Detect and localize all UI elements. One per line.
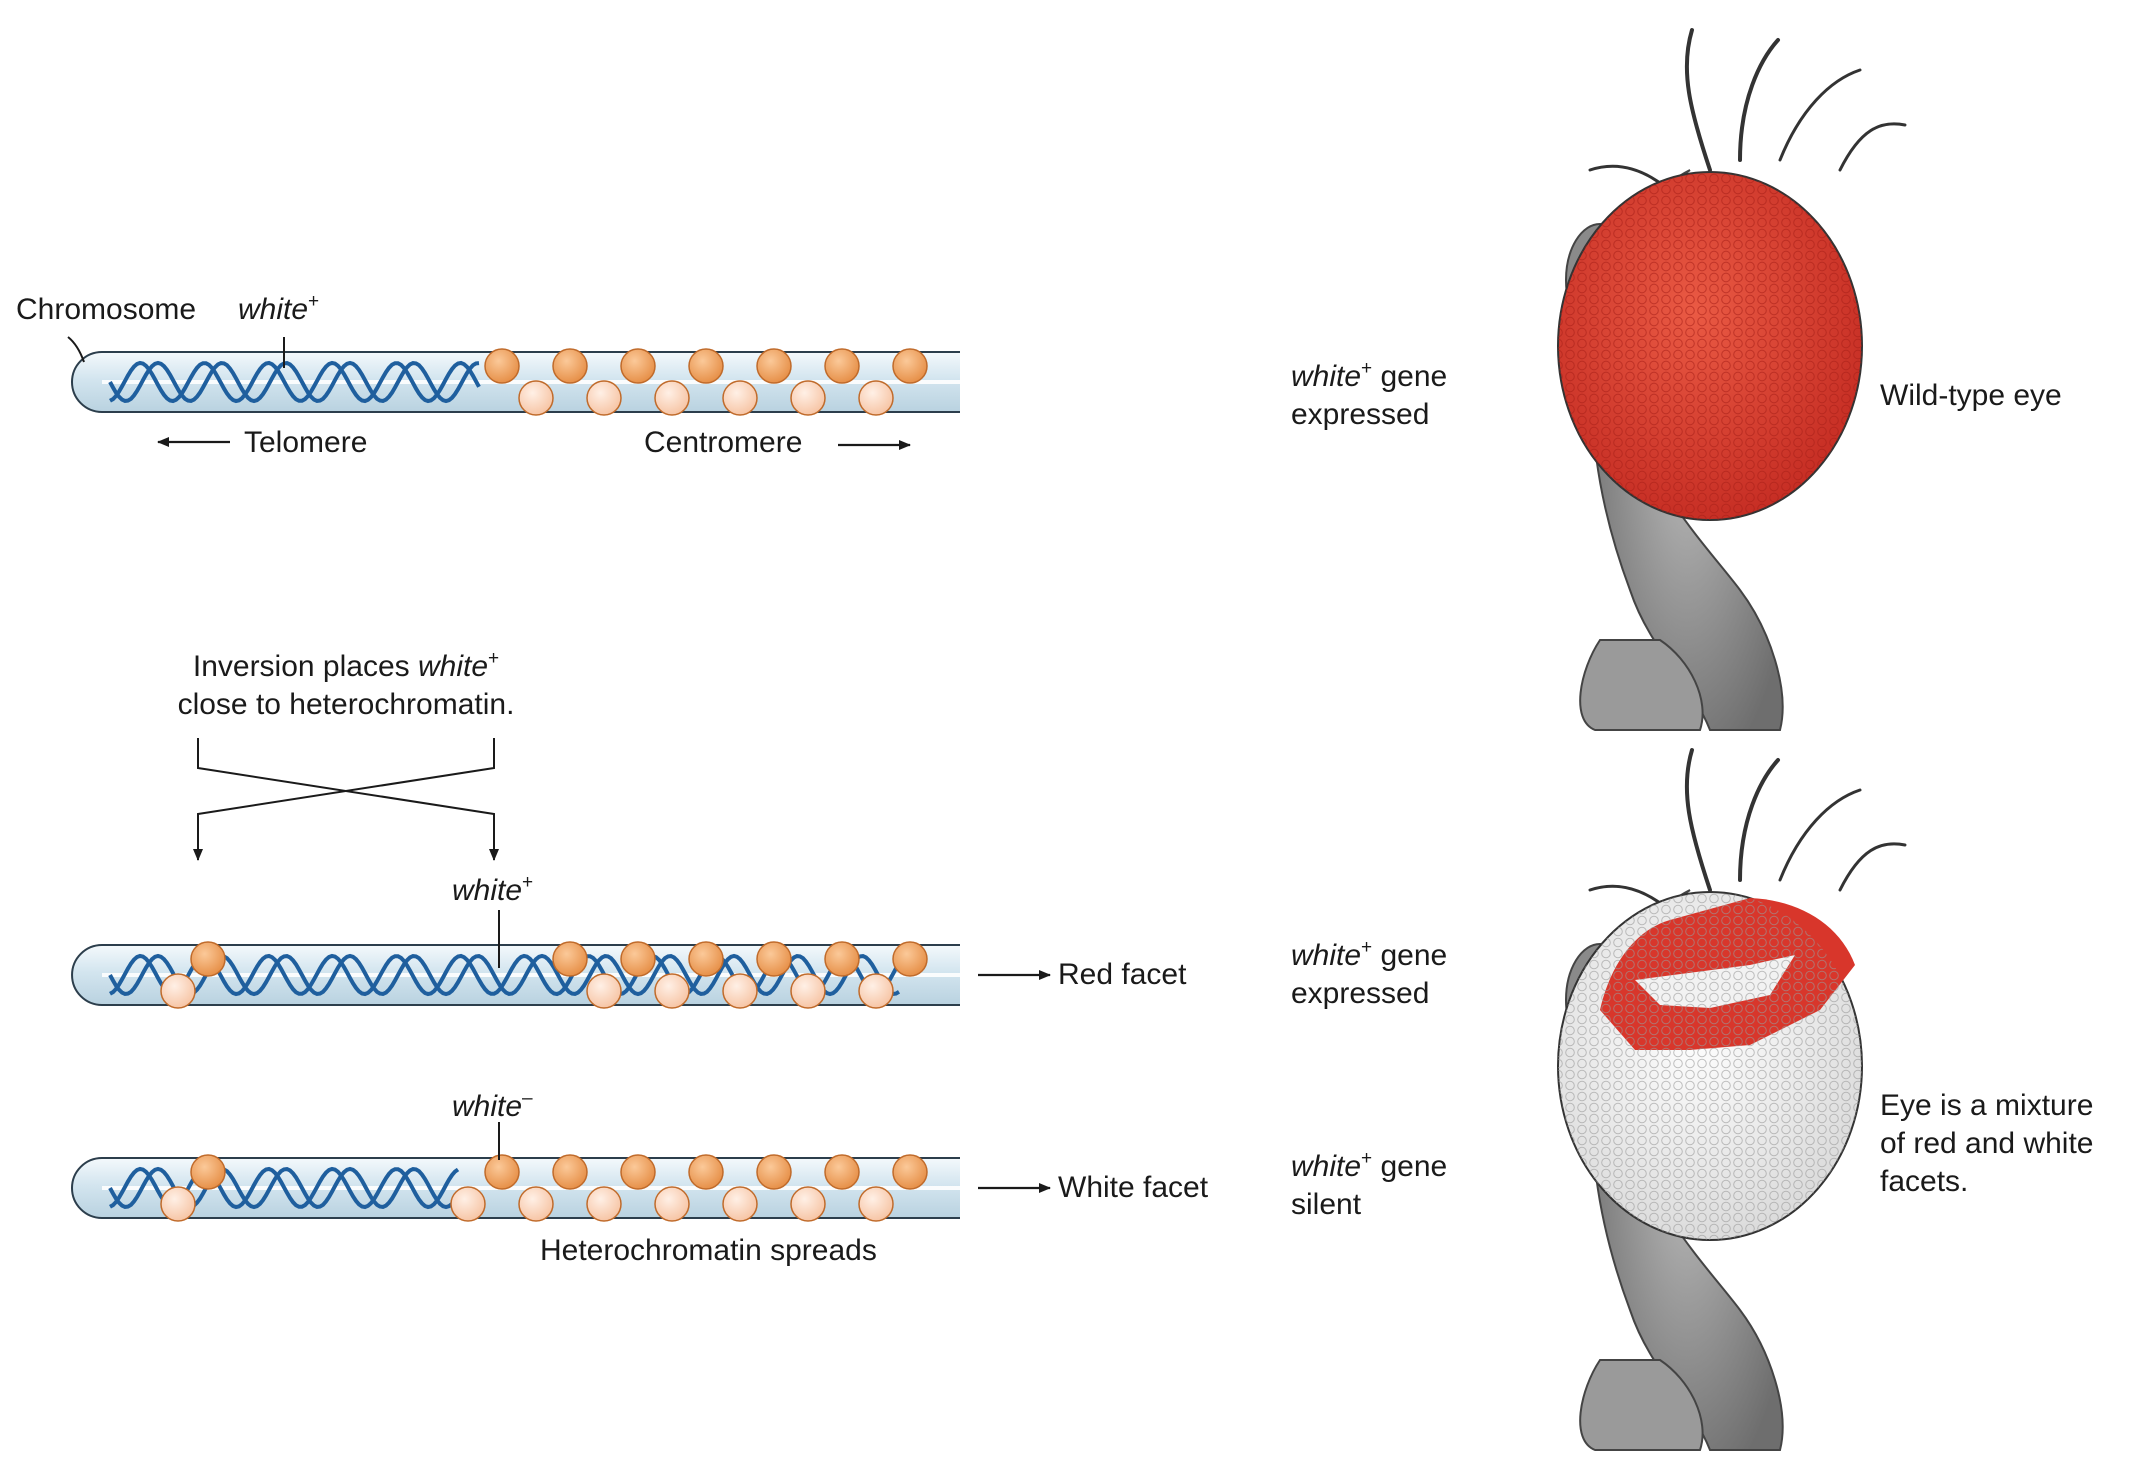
fly-top-gene-state: white+ gene expressed xyxy=(1291,358,1448,431)
bristle xyxy=(1738,38,1780,162)
nucleosome xyxy=(190,1154,226,1190)
compound-eye xyxy=(1557,171,1863,521)
mouthparts xyxy=(1579,639,1704,731)
nucleosome xyxy=(756,1154,792,1190)
dna-strand xyxy=(108,360,480,404)
bristle xyxy=(1738,758,1780,882)
nucleosome xyxy=(620,348,656,384)
nucleosome xyxy=(756,348,792,384)
chromosome-label: Chromosome xyxy=(16,293,197,326)
bristle xyxy=(1684,748,1712,892)
nucleosome xyxy=(552,1154,588,1190)
bristle xyxy=(1838,842,1907,892)
inversion-caption: Inversion places white+ close to heteroc… xyxy=(177,648,515,721)
nucleosome xyxy=(790,1186,826,1222)
gene-label-red-row: white+ xyxy=(452,872,534,907)
centromere-label: Centromere xyxy=(644,426,803,459)
bristle xyxy=(1838,122,1907,172)
nucleosome xyxy=(688,1154,724,1190)
gene-label-white-row: white– xyxy=(452,1088,533,1123)
nucleosome xyxy=(620,1154,656,1190)
dna-strand xyxy=(108,1166,460,1210)
nucleosome xyxy=(722,380,758,416)
nucleosome xyxy=(552,941,588,977)
nucleosome xyxy=(450,1186,486,1222)
bristle xyxy=(1778,788,1862,882)
nucleosome xyxy=(858,1186,894,1222)
nucleosome xyxy=(824,941,860,977)
fly-head-mosaic xyxy=(1557,748,1907,1451)
nucleosome xyxy=(722,1186,758,1222)
label-pointers xyxy=(67,336,500,1160)
mouthparts xyxy=(1579,1359,1704,1451)
telomere-label: Telomere xyxy=(244,426,368,459)
nucleosome xyxy=(858,973,894,1009)
direction-arrows xyxy=(157,437,1051,1193)
nucleosome xyxy=(160,973,196,1009)
nucleosome xyxy=(790,380,826,416)
nucleosome xyxy=(892,1154,928,1190)
nucleosome xyxy=(654,1186,690,1222)
nucleosome xyxy=(654,380,690,416)
nucleosome xyxy=(484,1154,520,1190)
nucleosome xyxy=(518,380,554,416)
nucleosome xyxy=(858,380,894,416)
bristle xyxy=(1778,68,1862,162)
nucleosome xyxy=(722,973,758,1009)
chromosome-red-facet xyxy=(71,941,960,1009)
nucleosome xyxy=(824,1154,860,1190)
nucleosome xyxy=(756,941,792,977)
nucleosome xyxy=(892,941,928,977)
nucleosome xyxy=(484,348,520,384)
chromosome-white-facet xyxy=(71,1154,960,1222)
nucleosome xyxy=(688,348,724,384)
mosaic-eye-label: Eye is a mixture of red and white facets… xyxy=(1880,1089,2094,1198)
nucleosome xyxy=(586,380,622,416)
fly-bottom-expressed-label: white+ gene expressed xyxy=(1291,937,1448,1010)
compound-eye xyxy=(1557,891,1863,1241)
nucleosome xyxy=(790,973,826,1009)
heterochromatin-spreads-label: Heterochromatin spreads xyxy=(540,1234,877,1267)
nucleosome xyxy=(586,1186,622,1222)
nucleosome xyxy=(620,941,656,977)
bristle xyxy=(1684,28,1712,172)
nucleosome xyxy=(824,348,860,384)
nucleosome xyxy=(586,973,622,1009)
dna-strand xyxy=(109,360,481,404)
white-facet-label: White facet xyxy=(1058,1171,1209,1204)
nucleosome xyxy=(190,941,226,977)
nucleosome xyxy=(160,1186,196,1222)
nucleosome xyxy=(688,941,724,977)
nucleosome xyxy=(892,348,928,384)
inversion-cross xyxy=(193,738,499,861)
nucleosome xyxy=(654,973,690,1009)
nucleosome xyxy=(518,1186,554,1222)
nucleosome xyxy=(552,348,588,384)
wild-type-eye-label: Wild-type eye xyxy=(1880,379,2062,412)
dna-strand xyxy=(108,953,901,997)
fly-bottom-silent-label: white+ gene silent xyxy=(1291,1148,1448,1221)
fly-head-wild-type xyxy=(1557,28,1907,731)
red-facet-label: Red facet xyxy=(1058,958,1187,991)
chromosome-top xyxy=(71,348,960,416)
gene-label-top: white+ xyxy=(238,291,320,326)
